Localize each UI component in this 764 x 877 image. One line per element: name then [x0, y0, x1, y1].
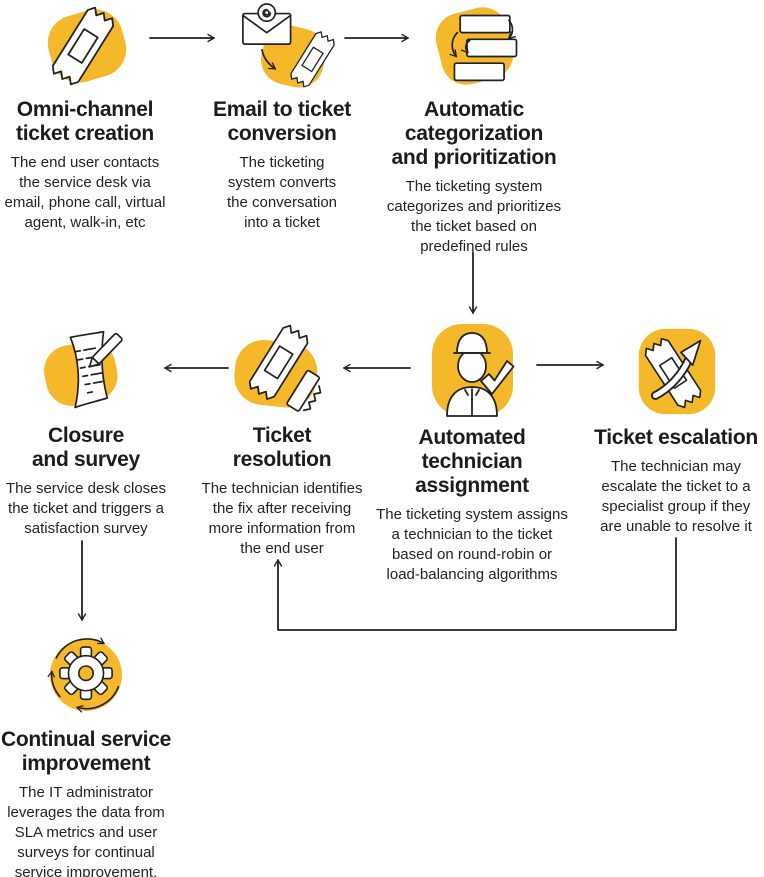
step-automated-technician-assignment: Automated technician assignment The tick… — [370, 322, 574, 585]
ticket-icon — [47, 6, 127, 86]
step-description: The end user contacts the service desk v… — [4, 154, 166, 231]
step-email-to-ticket-conversion: Email to ticket conversion The ticketing… — [198, 2, 366, 233]
step-title: Omni-channel ticket creation — [16, 98, 154, 145]
step-title: Automatic categorization and prioritizat… — [391, 98, 557, 169]
step-omni-channel-ticket-creation: Omni-channel ticket creation The end use… — [0, 2, 171, 233]
step-title: Ticket escalation — [594, 426, 758, 449]
step-continual-service-improvement: Continual service improvement The IT adm… — [0, 630, 172, 877]
step-title: Closure and survey — [32, 424, 140, 471]
escalation-arrow-ticket-icon — [638, 328, 715, 415]
step-closure-and-survey: Closure and survey The service desk clos… — [0, 326, 174, 539]
step-description: The ticketing system converts the conver… — [226, 154, 338, 231]
step-description: The technician may escalate the ticket t… — [600, 458, 752, 535]
stamped-ticket-icon — [234, 324, 322, 412]
step-automatic-categorization-and-prioritization: Automatic categorization and prioritizat… — [376, 2, 572, 257]
gear-cycle-icon — [47, 637, 122, 713]
step-title: Continual service improvement — [1, 728, 171, 775]
step-ticket-resolution: Ticket resolution The technician identif… — [190, 322, 374, 559]
step-ticket-escalation: Ticket escalation The technician may esc… — [586, 324, 764, 537]
technician-check-icon — [431, 324, 514, 417]
categorize-list-icon — [435, 7, 517, 85]
step-title: Ticket resolution — [232, 424, 332, 471]
step-description: The service desk closes the ticket and t… — [5, 480, 167, 537]
step-description: The ticketing system categorizes and pri… — [386, 178, 562, 255]
step-title: Automated technician assignment — [415, 426, 529, 497]
email-to-ticket-icon — [242, 3, 335, 88]
step-title: Email to ticket conversion — [213, 98, 351, 145]
step-description: The IT administrator leverages the data … — [7, 784, 165, 877]
step-description: The technician identifies the fix after … — [201, 480, 363, 557]
survey-pencil-icon — [44, 330, 123, 409]
step-description: The ticketing system assigns a technicia… — [376, 506, 568, 583]
